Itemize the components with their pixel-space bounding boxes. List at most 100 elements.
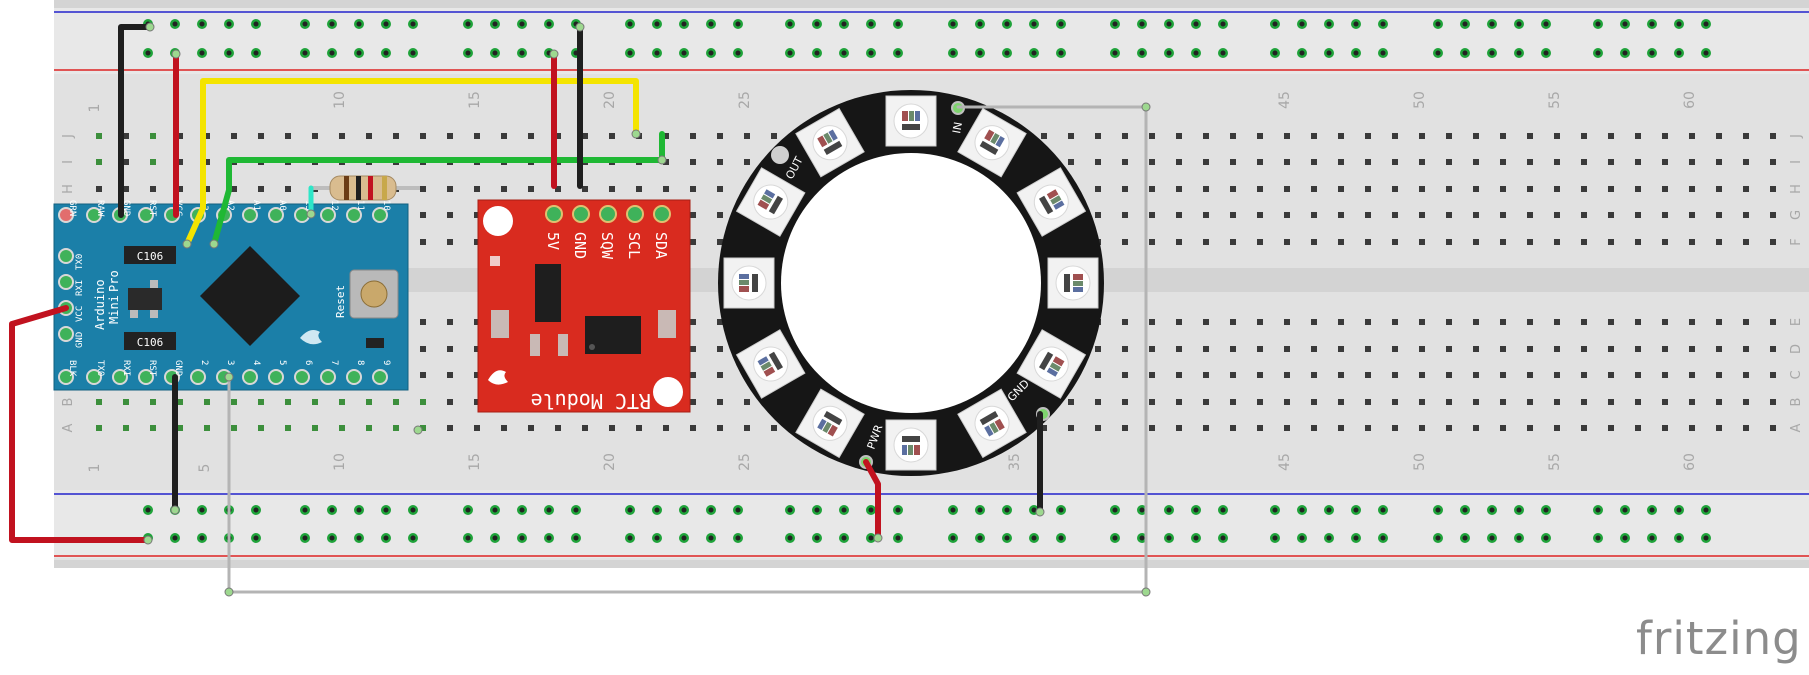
row-letter-i-right: I	[1789, 160, 1804, 164]
column-number-1-bottom: 1	[87, 464, 103, 473]
power-rail-hole-center	[465, 21, 471, 27]
neopixel-ring[interactable]: IN OUT GND PWR	[718, 90, 1104, 476]
wire-gnd-top[interactable]	[118, 24, 153, 218]
breadboard-hole	[717, 159, 723, 165]
breadboard-hole	[1446, 346, 1452, 352]
breadboard-hole	[1527, 212, 1533, 218]
breadboard-hole	[1770, 212, 1776, 218]
arduino-side-pin[interactable]	[58, 274, 74, 290]
rtc-pin[interactable]	[545, 205, 563, 223]
arduino-bottom-pin[interactable]	[138, 369, 154, 385]
breadboard-hole	[1338, 239, 1344, 245]
breadboard-hole	[1365, 372, 1371, 378]
wire-endpoint	[170, 505, 180, 515]
power-rail-hole-center	[681, 50, 687, 56]
breadboard-hole	[1446, 159, 1452, 165]
breadboard-hole	[420, 239, 426, 245]
arduino-top-pin[interactable]	[86, 207, 102, 223]
power-rail-hole-center	[1112, 50, 1118, 56]
wire-yellow-sda[interactable]	[184, 78, 639, 247]
power-rail-hole-center	[1595, 507, 1601, 513]
arduino-bottom-pin[interactable]	[294, 369, 310, 385]
breadboard-hole	[1716, 212, 1722, 218]
breadboard-hole	[1635, 212, 1641, 218]
breadboard-hole	[690, 159, 696, 165]
breadboard-hole	[1311, 133, 1317, 139]
arduino-bottom-pin[interactable]	[346, 369, 362, 385]
rtc-pin[interactable]	[626, 205, 644, 223]
arduino-top-pin[interactable]	[242, 207, 258, 223]
arduino-top-pin[interactable]	[372, 207, 388, 223]
arduino-bottom-pin[interactable]	[320, 369, 336, 385]
arduino-bottom-pin[interactable]	[242, 369, 258, 385]
breadboard-hole	[1392, 372, 1398, 378]
column-number-45-top: 45	[1277, 91, 1293, 109]
breadboard-hole	[1257, 425, 1263, 431]
arduino-bottom-pin[interactable]	[190, 369, 206, 385]
arduino-top-pin[interactable]	[320, 207, 336, 223]
wire-red-ring-pwr[interactable]	[863, 459, 881, 541]
power-rail-hole-center	[1139, 535, 1145, 541]
breadboard-hole	[1122, 399, 1128, 405]
breadboard-hole	[1743, 319, 1749, 325]
wire-red-vcc-side[interactable]	[9, 305, 151, 543]
capacitor-bottom-label: C106	[137, 336, 164, 349]
arduino-top-pin[interactable]	[268, 207, 284, 223]
wire-green-scl[interactable]	[211, 131, 665, 247]
breadboard-hole	[1716, 186, 1722, 192]
breadboard-hole	[1608, 186, 1614, 192]
power-rail-hole-center	[735, 507, 741, 513]
power-rail-hole-center	[573, 507, 579, 513]
arduino-bottom-pin[interactable]	[112, 369, 128, 385]
arduino-bottom-pin[interactable]	[58, 369, 74, 385]
power-rail-hole-center	[492, 507, 498, 513]
arduino-side-pin-label: VCC	[75, 306, 85, 322]
breadboard-hole	[717, 346, 723, 352]
breadboard-hole	[1662, 425, 1668, 431]
breadboard-hole	[1716, 159, 1722, 165]
arduino-top-pin[interactable]	[138, 207, 154, 223]
breadboard-hole	[1473, 186, 1479, 192]
column-number-55-bottom: 55	[1547, 453, 1563, 471]
arduino-bottom-pin[interactable]	[86, 369, 102, 385]
breadboard-hole	[1716, 425, 1722, 431]
power-rail-hole-center	[1649, 535, 1655, 541]
breadboard-hole	[1527, 399, 1533, 405]
resistor[interactable]	[312, 175, 420, 201]
breadboard-hole	[1203, 346, 1209, 352]
arduino-side-pin[interactable]	[58, 248, 74, 264]
breadboard-hole	[204, 186, 210, 192]
arduino-top-pin[interactable]	[58, 207, 74, 223]
rtc-pin[interactable]	[572, 205, 590, 223]
breadboard-hole	[231, 186, 237, 192]
breadboard-hole	[1635, 186, 1641, 192]
column-number-20-bottom: 20	[602, 453, 618, 471]
arduino-side-pin[interactable]	[58, 326, 74, 342]
breadboard-hole	[1770, 425, 1776, 431]
breadboard-hole	[1095, 212, 1101, 218]
arduino-top-pin[interactable]	[346, 207, 362, 223]
wire-endpoint	[873, 533, 883, 543]
rtc-pin[interactable]	[599, 205, 617, 223]
arduino-bottom-pin[interactable]	[372, 369, 388, 385]
breadboard-hole	[1122, 425, 1128, 431]
rtc-title: RTC Module	[531, 389, 651, 413]
power-rail-hole-center	[1112, 535, 1118, 541]
breadboard-hole	[1446, 425, 1452, 431]
neopixel-led	[957, 388, 1027, 459]
column-number-10-bottom: 10	[332, 453, 348, 471]
arduino-bottom-pin[interactable]	[268, 369, 284, 385]
breadboard-hole	[1419, 159, 1425, 165]
breadboard-hole	[717, 133, 723, 139]
breadboard-hole	[1581, 133, 1587, 139]
breadboard-hole	[447, 212, 453, 218]
rtc-pin[interactable]	[653, 205, 671, 223]
breadboard-hole	[1365, 399, 1371, 405]
breadboard-hole	[1446, 239, 1452, 245]
breadboard-hole	[717, 425, 723, 431]
breadboard-hole	[1554, 133, 1560, 139]
breadboard-hole	[717, 239, 723, 245]
